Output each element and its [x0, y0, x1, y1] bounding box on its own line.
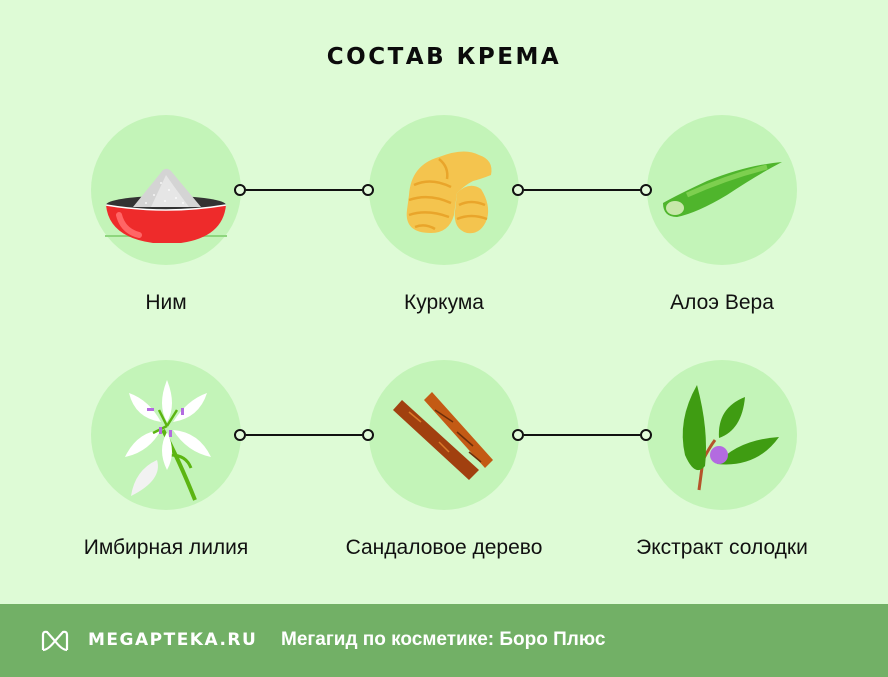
ingredient-circle-turmeric — [369, 115, 519, 265]
connector-line-sandalwood-licorice — [524, 434, 640, 436]
connector-line-lily-sandalwood — [246, 434, 362, 436]
connector-dot — [234, 429, 246, 441]
connector-line-neem-turmeric — [246, 189, 362, 191]
connector-dot — [362, 184, 374, 196]
ingredient-circle-neem — [91, 115, 241, 265]
ingredient-circle-aloe — [647, 115, 797, 265]
sandalwood-sticks-icon — [393, 392, 493, 480]
licorice-branch-icon — [682, 385, 779, 491]
lily-flower-icon — [125, 380, 211, 501]
ingredient-label-neem: Ним — [145, 291, 187, 314]
footer-tagline: Мегагид по косметике: Боро Плюс — [281, 629, 606, 650]
footer-bar: MEGAPTEKA.RU Мегагид по косметике: Боро … — [0, 604, 888, 677]
ingredient-label-licorice: Экстракт солодки — [636, 536, 808, 559]
ingredient-label-aloe: Алоэ Вера — [670, 291, 774, 314]
aloe-leaf-icon — [663, 162, 782, 217]
ingredient-circle-ginger-lily — [91, 360, 241, 510]
ingredient-label-ginger-lily: Имбирная лилия — [83, 536, 249, 559]
megapteka-logo-icon[interactable] — [40, 629, 70, 653]
connector-dot — [362, 429, 374, 441]
turmeric-root-icon — [406, 151, 492, 234]
connector-line-turmeric-aloe — [524, 189, 640, 191]
connector-dot — [234, 184, 246, 196]
brand-link[interactable]: MEGAPTEKA.RU — [88, 630, 258, 650]
ingredient-circle-licorice — [647, 360, 797, 510]
page-title: СОСТАВ КРЕМА — [326, 44, 562, 70]
connector-dot — [512, 429, 524, 441]
ingredient-circle-sandalwood — [369, 360, 519, 510]
ingredient-label-sandalwood: Сандаловое дерево — [345, 536, 543, 559]
connector-dot — [640, 429, 652, 441]
connector-dot — [512, 184, 524, 196]
ingredient-label-turmeric: Куркума — [404, 291, 484, 314]
powder-bowl-icon — [105, 168, 227, 243]
connector-dot — [640, 184, 652, 196]
